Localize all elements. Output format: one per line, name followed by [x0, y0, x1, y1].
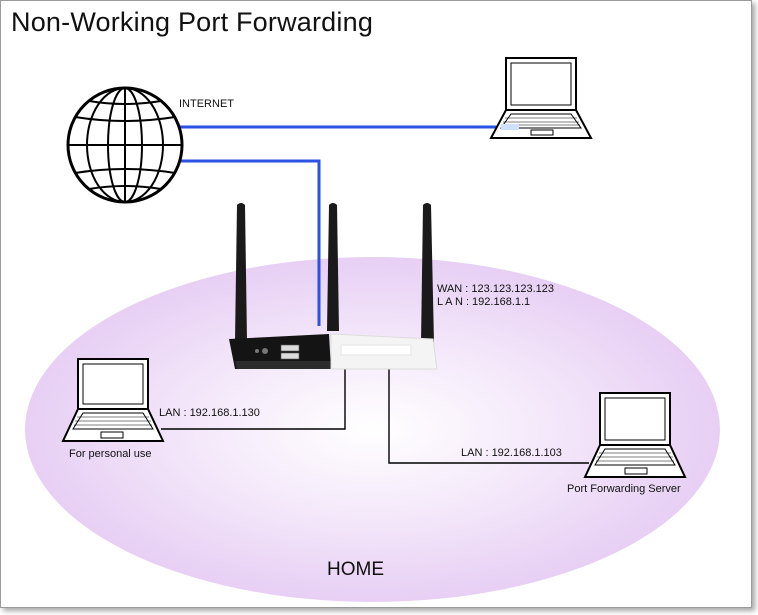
network-diagram — [61, 57, 687, 478]
router-to-personal-laptop-link — [161, 361, 346, 430]
home-label: HOME — [327, 559, 384, 580]
server-caption: Port Forwarding Server — [567, 483, 681, 495]
globe-icon — [66, 86, 184, 204]
personal-laptop-caption: For personal use — [69, 448, 152, 460]
remote-laptop-icon — [489, 57, 593, 139]
server-laptop-icon — [583, 392, 687, 478]
personal-lan-address-label: LAN : 192.168.1.130 — [159, 407, 260, 419]
diagram-title: Non-Working Port Forwarding — [11, 7, 374, 37]
internet-to-router-link — [179, 159, 321, 326]
wan-address-label: WAN : 123.123.123.123 — [437, 283, 555, 295]
personal-laptop-icon — [61, 358, 165, 442]
internet-label: INTERNET — [179, 98, 234, 110]
router-to-server-link — [388, 361, 589, 464]
server-lan-address-label: LAN : 192.168.1.103 — [461, 447, 562, 459]
internet-to-remote-laptop-link — [173, 125, 518, 131]
router-lan-address-label: L A N : 192.168.1.1 — [437, 296, 531, 308]
router-icon — [229, 203, 438, 370]
